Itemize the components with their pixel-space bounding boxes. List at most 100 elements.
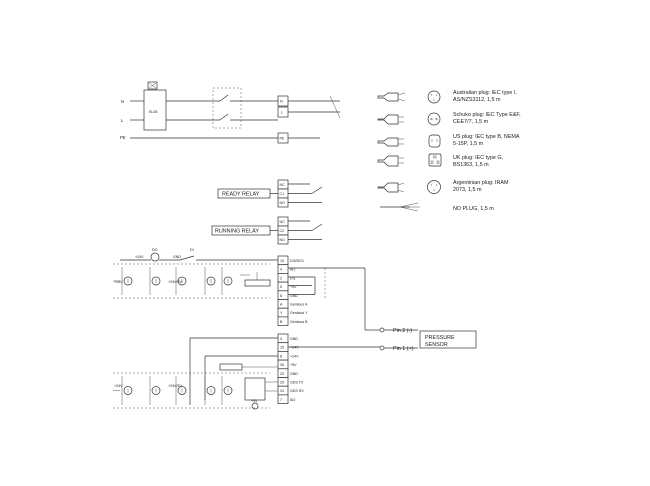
mains-input-l: L [121,118,124,123]
tb1-terminal-number: 5 [280,285,282,289]
output-terminal-pe-label: PE [280,137,285,141]
pin1-contact [379,345,385,351]
supply-label: +24V/5V [168,384,182,388]
tb2-terminal-number: 15 [280,346,284,350]
gds-module [244,377,266,401]
tb1-terminal-label: GND [290,294,298,298]
argentinian-plug-line1: Argentinian plug: IRAM [453,180,509,186]
argentinian-plug: Argentinian plug: IRAM 2073, 1,5 m [377,180,509,194]
uk-socket-icon [428,153,442,167]
pressure-sensor: Pin 2 (-) Pin 1 (+) PRESSURE SENSOR [379,327,477,352]
uk-plug: UK plug: IEC type G, BS1363, 1,5 m [377,153,504,168]
emc-filter [143,89,167,131]
tb1-terminal-label: Geniious B [290,320,308,324]
output-terminal-l [277,106,289,118]
v5-label-bottom: +5V [251,399,258,403]
do-indicator [150,252,160,262]
tb2-wiring: +5V [113,337,380,410]
tb1-terminal-label: DI3/DO1 [290,259,304,263]
tb1-terminal-label: Geniious A [290,303,308,307]
potentiometer-1 [244,279,271,287]
tb2-terminal-label: +24V [290,354,299,358]
pressure-sensor-box [419,330,477,349]
argentinian-socket-icon [427,180,441,194]
supply-label: +24V/5V [168,280,182,284]
mains-input-n: N [121,99,124,104]
tb2-terminal-label: GDS RX [290,389,304,393]
sensor-line2: SENSOR [425,342,448,348]
tb2-terminal-number: 24 [280,389,284,393]
uk-plug-icon [377,155,399,167]
mains-input-pe: PE [120,135,126,140]
tb1-terminal-label: AI1 [290,268,295,272]
schuko-plug-line2: CEE7/7, 1,5 m [453,119,489,125]
pin1-label: Pin 1 (+) [393,346,414,352]
running-relay-c2: C2 [280,229,285,233]
top-io-section: DO DI +24V GND [113,248,278,299]
ready-relay-no: NO [280,201,286,205]
schuko-plug: Schuko plug: IEC Type E&F, CEE7/7, 1,5 m [377,112,521,126]
running-relay-no: NO [280,238,286,242]
analog-sources-top: +24V+24V/5V [113,267,233,295]
running-relay-label: RUNNING RELAY [215,229,259,235]
sensor-line1: PRESSURE [425,335,455,341]
potentiometer-2 [219,363,243,371]
analog-sources-bottom: +24V +24V/5V [113,376,233,405]
us-plug-icon [377,137,399,147]
tb2-terminal-label: GND [290,337,298,341]
ready-relay-label: READY RELAY [222,192,260,198]
ready-relay: READY RELAY NC C1 NO [217,179,323,208]
argentinian-plug-icon [377,182,399,193]
tb1-terminal-number: 10 [280,259,284,263]
v5-supply-indicator [251,402,259,410]
australian-socket-icon [427,90,441,104]
tb2-terminal-number: 25 [280,381,284,385]
ready-relay-c1: C1 [280,192,285,196]
tb1-terminal-number: 2 [280,276,282,280]
no-plug: NO PLUG, 1,5 m [380,202,494,212]
do-label: DO [152,248,158,252]
tb1-wiring [240,267,380,331]
tb1-terminal-label: DI1 [290,276,296,280]
tb2-terminal-number: 23 [280,372,284,376]
schuko-plug-icon [377,114,399,125]
us-socket-icon [428,134,441,148]
us-plug-line1: US plug: IEC type B, NEMA [453,134,520,140]
pin2-label: Pin 2 (-) [393,328,412,334]
schuko-plug-line1: Schuko plug: IEC Type E&F, [453,112,521,118]
tb1-terminal-label: Geniious Y [290,311,308,315]
uk-plug-line1: UK plug: IEC type G, [453,155,504,161]
output-terminal-n-label: N [280,100,283,104]
tb2-terminal-label: +5V [290,363,297,367]
tb2-terminal-number: 8 [280,354,282,358]
tb2-terminal-label: GDS TX [290,381,304,385]
tb1-terminal [277,316,289,326]
argentinian-plug-line2: 2073, 1,5 m [453,187,482,193]
australian-plug-icon [377,92,399,102]
emc-filter-label: EL08 [149,110,157,114]
australian-plug-line1: Australian plug: IEC type I, [453,90,517,96]
output-terminal-l-label: L [281,111,283,115]
us-plug-line2: 5-15P, 1,5 m [453,141,484,147]
supply-label: +24V [114,384,123,388]
australian-plug-line2: AS/NZS3112, 1,5 m [453,97,501,103]
mains-section: N L PE EL08 N L PE [120,81,341,144]
tb2-terminal-label: AI2 [290,398,295,402]
tb1-terminal-number: B [280,320,283,324]
relay-contacts-box [212,87,242,129]
gnd-label-top: GND [173,255,181,259]
tb1-terminal-number: A [280,303,283,307]
di-label: DI [190,248,194,252]
tb2-terminal-number: 7 [280,398,282,402]
running-relay: RUNNING RELAY NC C2 NO [211,216,323,245]
tb1-terminal-number: 6 [280,294,282,298]
ready-relay-nc: NC [280,183,286,187]
running-relay-nc: NC [280,220,286,224]
tb1-terminal-number: 4 [280,268,282,272]
no-plug-label: NO PLUG, 1,5 m [453,206,494,212]
tb2-terminal-number: 26 [280,363,284,367]
tb1-terminal-number: Y [280,311,283,315]
